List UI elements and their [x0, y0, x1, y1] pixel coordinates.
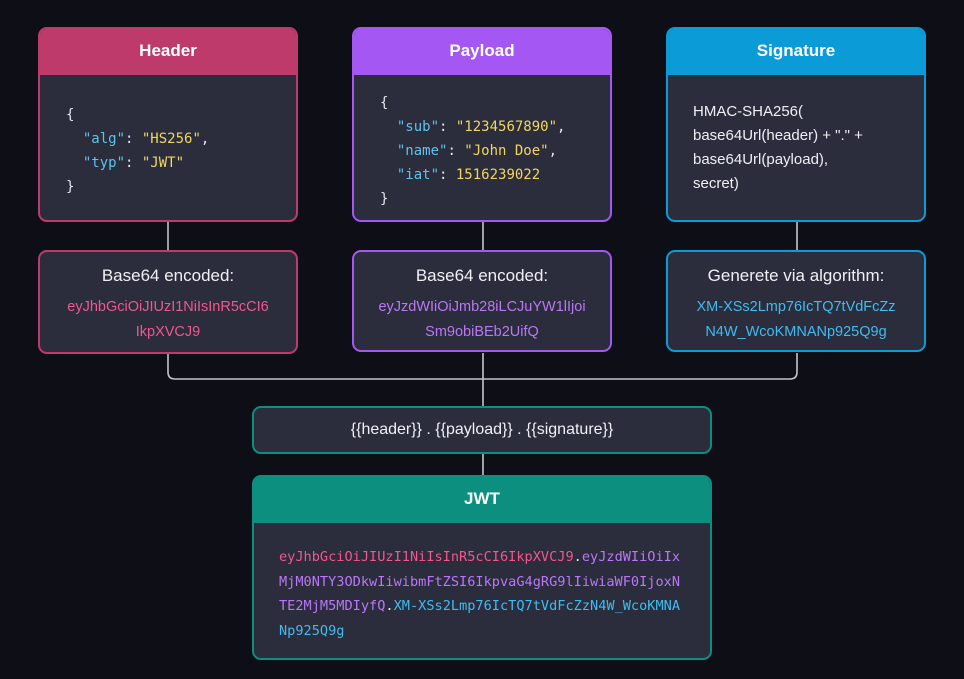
signature-algorithm-box: Generete via algorithm: XM-XSs2Lmp76IcTQ… — [666, 250, 926, 352]
header-code-open: { — [66, 107, 75, 123]
jwt-title: JWT — [254, 477, 710, 523]
payload-code-name: "name": "John Doe", — [396, 143, 558, 159]
jwt-dot-2: . — [385, 598, 394, 614]
signature-algorithm-value: XM-XSs2Lmp76IcTQ7tVdFcZzN4W_WcoKMNANp925… — [696, 299, 896, 340]
header-encoded-label: Base64 encoded: — [101, 266, 235, 285]
jwt-signature-part: XM-XSs2Lmp76IcTQ7tVdFcZzN4W_WcoKMNANp925… — [279, 598, 681, 639]
payload-encoded-box: Base64 encoded: eyJzdWIiOiJmb28iLCJuYW1l… — [352, 250, 612, 352]
payload-title: Payload — [354, 29, 610, 75]
jwt-token: eyJhbGciOiJIUzI1NiIsInR5cCI6IkpXVCJ9.eyJ… — [254, 523, 710, 643]
payload-encoded-label: Base64 encoded: — [415, 266, 549, 285]
jwt-box: JWT eyJhbGciOiJIUzI1NiIsInR5cCI6IkpXVCJ9… — [252, 475, 712, 660]
header-code-alg: "alg": "HS256", — [82, 131, 210, 147]
header-code-typ: "typ": "JWT" — [82, 155, 185, 171]
signature-algorithm-label: Generete via algorithm: — [707, 266, 885, 285]
payload-json: { "sub": "1234567890", "name": "John Doe… — [354, 75, 610, 211]
template-text: {{header}} . {{payload}} . {{signature}} — [350, 421, 614, 438]
header-box: Header { "alg": "HS256", "typ": "JWT" } — [38, 27, 298, 222]
header-encoded-value: eyJhbGciOiJIUzI1NiIsInR5cCI6IkpXVCJ9 — [67, 299, 269, 340]
header-title: Header — [40, 29, 296, 75]
payload-code-iat: "iat": 1516239022 — [396, 167, 541, 183]
payload-code-sub: "sub": "1234567890", — [396, 119, 566, 135]
payload-code-open: { — [380, 95, 389, 111]
header-encoded-box: Base64 encoded: eyJhbGciOiJIUzI1NiIsInR5… — [38, 250, 298, 354]
signature-formula: HMAC-SHA256( base64Url(header) + "." + b… — [693, 103, 863, 192]
header-json: { "alg": "HS256", "typ": "JWT" } — [40, 75, 296, 199]
payload-box: Payload { "sub": "1234567890", "name": "… — [352, 27, 612, 222]
signature-box: Signature HMAC-SHA256( base64Url(header)… — [666, 27, 926, 222]
jwt-dot-1: . — [573, 549, 582, 565]
payload-encoded-value: eyJzdWIiOiJmb28iLCJuYW1lIjoiSm9obiBEb2Ui… — [378, 299, 586, 340]
jwt-header-part: eyJhbGciOiJIUzI1NiIsInR5cCI6IkpXVCJ9 — [279, 549, 574, 565]
payload-code-close: } — [380, 191, 389, 207]
signature-title: Signature — [668, 29, 924, 75]
jwt-payload-part: eyJzdWIiOiIxMjM0NTY3ODkwIiwibmFtZSI6Ikpv… — [279, 549, 681, 614]
template-box: {{header}} . {{payload}} . {{signature}} — [252, 406, 712, 454]
header-code-close: } — [66, 179, 75, 195]
